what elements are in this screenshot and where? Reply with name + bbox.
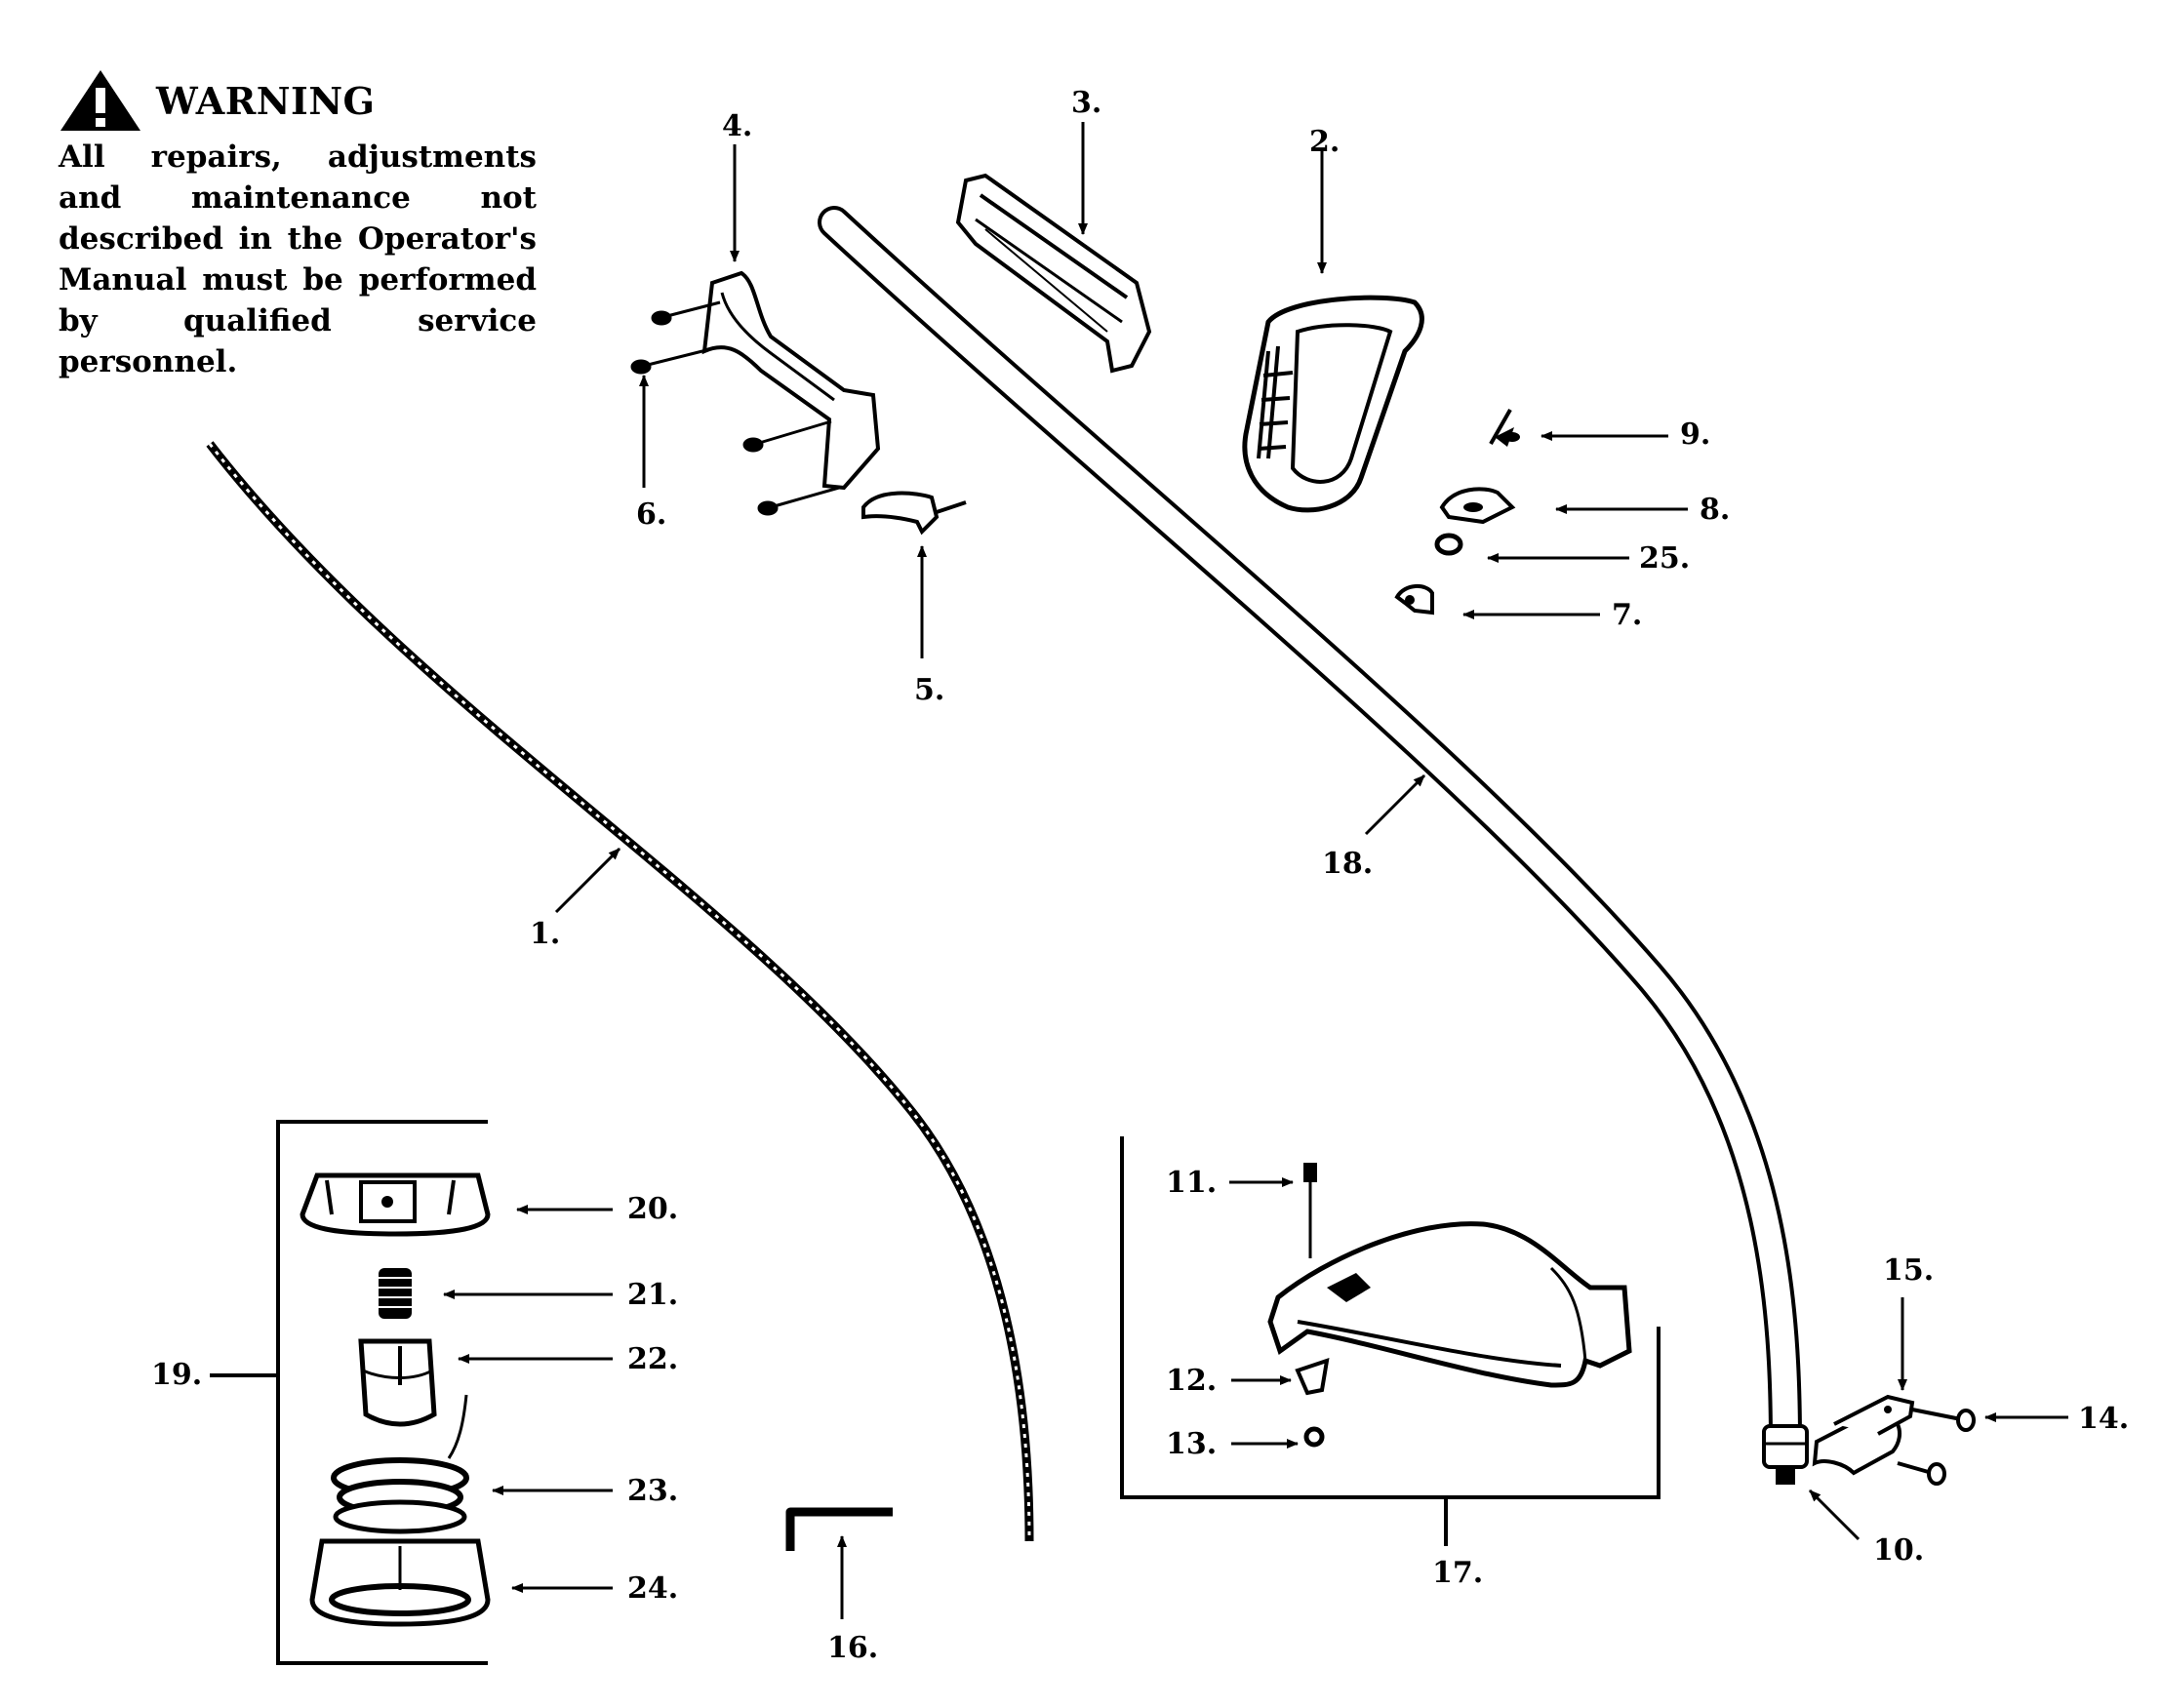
label-part-9: 9. [1680,417,1711,452]
label-part-23: 23. [627,1474,679,1508]
label-part-6: 6. [636,497,667,532]
spool-part-23 [331,1457,469,1534]
label-part-1: 1. [530,917,561,951]
washer-part-25 [1434,533,1463,556]
handle-part-2 [1242,295,1424,513]
label-part-13: 13. [1166,1427,1218,1461]
label-part-14: 14. [2078,1402,2130,1436]
screw-part-9 [1489,409,1520,447]
bracket-part-4 [701,270,881,491]
label-part-19: 19. [151,1358,203,1392]
label-part-12: 12. [1166,1364,1218,1398]
label-part-17: 17. [1432,1556,1484,1590]
hub-part-22 [358,1338,468,1459]
label-part-22: 22. [627,1342,679,1376]
label-part-5: 5. [914,673,945,707]
warning-text: All repairs, adjustments and maintenance… [59,139,537,379]
label-part-2: 2. [1309,125,1341,159]
label-part-11: 11. [1166,1166,1218,1200]
screw-part-11 [1303,1163,1317,1258]
handle-part-3 [955,173,1152,374]
leader-arrows [443,122,2068,1619]
label-part-20: 20. [627,1192,679,1226]
housing-part-24 [309,1538,491,1627]
spring-part-21 [379,1268,412,1319]
nut-part-13 [1303,1426,1325,1448]
warning-title: WARNING [156,78,376,123]
knob-part-5 [861,491,967,536]
label-part-15: 15. [1883,1253,1935,1288]
cap-part-20 [300,1172,491,1237]
warning-triangle-icon [60,70,140,131]
guard-part-17 [1267,1221,1632,1388]
guard-assembly-group [1120,1136,1661,1499]
label-part-21: 21. [627,1278,679,1312]
clamp-part-15 [1812,1394,1915,1476]
label-part-3: 3. [1071,86,1102,120]
nut-part-7 [1394,584,1434,616]
label-part-7: 7. [1612,598,1643,632]
blade-part-12 [1295,1358,1330,1396]
clamp-part-8 [1439,487,1516,525]
warning-notice: WARNING All repairs, adjustments and mai… [59,68,537,382]
label-part-16: 16. [827,1631,879,1665]
drive-shaft-part-1 [206,441,1034,1542]
shaft-tube-part-18 [818,206,1802,1460]
label-part-4: 4. [722,109,753,143]
screws-part-6 [630,300,840,516]
label-part-8: 8. [1700,493,1731,527]
hex-key-part-16 [785,1507,893,1551]
label-part-24: 24. [627,1571,679,1606]
trimmer-head-group [210,1120,488,1665]
label-part-10: 10. [1873,1533,1925,1568]
shaft-end-part-10 [1762,1424,1809,1485]
label-part-18: 18. [1322,847,1374,881]
label-part-25: 25. [1639,541,1691,576]
bolt-part-14 [1897,1408,1976,1486]
